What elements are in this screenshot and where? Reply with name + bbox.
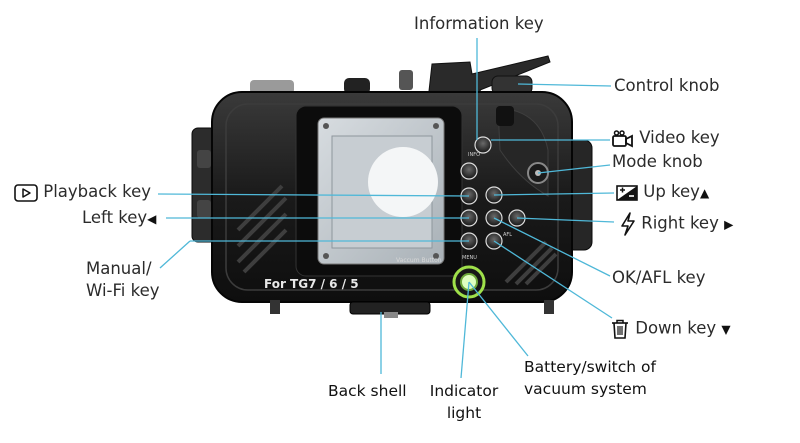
label-down-key-row: Down key ▼ bbox=[610, 318, 731, 340]
model-text: For TG7 / 6 / 5 bbox=[264, 277, 359, 291]
label-information-key: Information key bbox=[414, 14, 544, 33]
right-arrow-icon: ▶ bbox=[724, 217, 734, 232]
label-mode-knob: Mode knob bbox=[612, 152, 703, 171]
leader-manual-diag bbox=[159, 240, 191, 269]
label-playback-key: Playback key bbox=[43, 182, 151, 201]
down-arrow-icon: ▼ bbox=[721, 322, 731, 337]
info-button bbox=[474, 136, 492, 154]
label-indicator-line1: Indicator bbox=[429, 382, 499, 400]
leader-battery bbox=[468, 281, 529, 357]
leader-okafl bbox=[493, 217, 611, 277]
label-right-key-row: Right key ▶ bbox=[620, 212, 733, 236]
top-center-knob bbox=[344, 78, 370, 94]
housing-buttons bbox=[460, 136, 549, 250]
label-left-key-row: Left key◀ bbox=[82, 208, 156, 229]
label-right-key: Right key bbox=[641, 213, 719, 233]
label-manual-line2: Wi-Fi key bbox=[86, 281, 160, 300]
label-indicator-line2: light bbox=[446, 404, 482, 422]
label-control-knob: Control knob bbox=[614, 76, 720, 95]
lcd-reflection bbox=[368, 147, 438, 217]
playback-button bbox=[460, 162, 478, 180]
leader-right bbox=[516, 217, 615, 223]
trash-icon bbox=[612, 319, 628, 339]
grip-texture-left bbox=[236, 184, 288, 274]
label-up-key: Up key bbox=[643, 182, 700, 201]
playback-icon bbox=[14, 183, 38, 202]
leader-indicator bbox=[460, 281, 470, 379]
label-battery: Battery/switch of vacuum system bbox=[524, 356, 656, 400]
label-battery-line2: vacuum system bbox=[524, 380, 647, 398]
vacuum-text: Vaccum Button bbox=[396, 257, 442, 264]
label-down-key: Down key bbox=[635, 318, 717, 338]
label-video-key: Video key bbox=[639, 128, 720, 147]
info-button-text: INFO bbox=[468, 152, 480, 158]
top-left-knob bbox=[250, 80, 294, 94]
label-up-key-row: Up key▲ bbox=[616, 182, 709, 203]
leader-lines bbox=[157, 38, 615, 379]
menu-button-text: MENU bbox=[462, 255, 477, 261]
exposure-compensation-icon bbox=[616, 184, 638, 201]
label-left-key: Left key bbox=[82, 208, 148, 227]
label-manual-line1: Manual/ bbox=[86, 259, 152, 278]
label-ok-afl-key: OK/AFL key bbox=[612, 268, 706, 287]
label-playback-key-row: Playback key bbox=[14, 182, 151, 202]
ok-button-text: AFL bbox=[503, 232, 512, 238]
label-indicator-light: Indicator light bbox=[424, 380, 504, 424]
label-video-key-row: Video key bbox=[612, 128, 720, 148]
video-button-cap bbox=[496, 106, 514, 126]
label-back-shell: Back shell bbox=[328, 382, 407, 400]
label-manual-wifi: Manual/ Wi-Fi key bbox=[86, 258, 160, 302]
leader-playback bbox=[157, 193, 470, 197]
video-camera-icon bbox=[612, 129, 633, 147]
up-arrow-icon: ▲ bbox=[699, 186, 710, 200]
leader-mode bbox=[537, 164, 611, 174]
leader-up bbox=[493, 192, 615, 196]
left-arrow-icon: ◀ bbox=[147, 212, 157, 226]
flash-icon bbox=[621, 212, 635, 236]
camera-housing: INFO MENU AFL For TG7 / 6 / 5 Vaccum But… bbox=[191, 55, 593, 318]
label-battery-line1: Battery/switch of bbox=[524, 358, 656, 376]
top-small-knob bbox=[399, 70, 413, 90]
leader-down bbox=[493, 240, 613, 319]
leader-control bbox=[517, 83, 612, 87]
